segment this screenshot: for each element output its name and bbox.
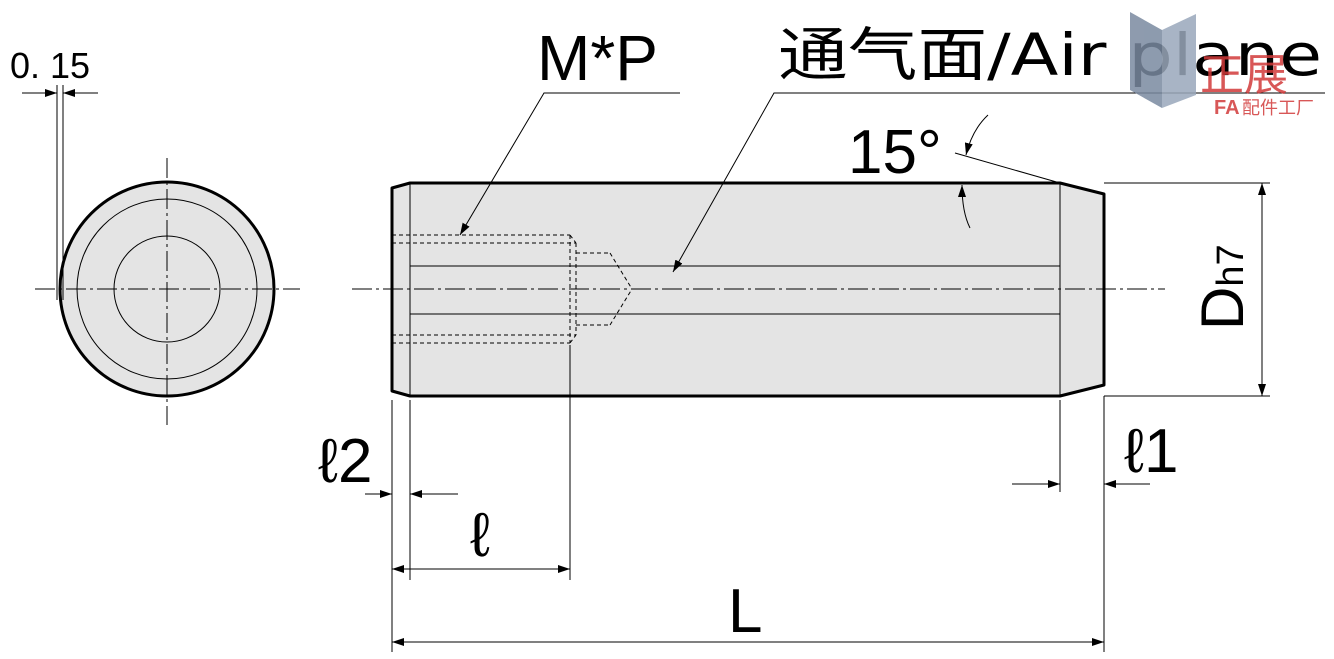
brand-logo: 正展 FA 配件工厂 <box>1130 12 1314 119</box>
logo-fa: FA <box>1214 97 1240 119</box>
l2-label: ℓ2 <box>318 427 373 496</box>
logo-name: 正展 <box>1200 50 1288 101</box>
diameter-tolerance-label: h7 <box>1210 244 1252 286</box>
front-view <box>352 181 1165 398</box>
angle-label: 15° <box>848 118 942 187</box>
angle-reference-line <box>954 152 1061 184</box>
angle-arc-upper <box>964 114 989 156</box>
thread-leader <box>459 92 680 236</box>
logo-mark <box>1130 12 1162 108</box>
l1-label: ℓ1 <box>1124 417 1179 486</box>
diameter-label: D <box>1189 287 1256 330</box>
angle-arc-lower <box>958 184 971 229</box>
air-plane-label: 通气面/Air plane <box>778 21 1322 89</box>
logo-subtitle: 配件工厂 <box>1242 98 1314 119</box>
diameter-dimension: Dh7 <box>1104 182 1270 397</box>
end-view: 0. 15 <box>10 45 300 425</box>
tolerance-label: 0. 15 <box>10 45 90 86</box>
length-dimensions: ℓ2 ℓ ℓ1 L <box>318 345 1179 652</box>
angle-dimension: 15° <box>848 114 1061 229</box>
L-label: L <box>728 577 762 646</box>
svg-text:Dh7: Dh7 <box>1189 244 1256 330</box>
thread-label: M*P <box>537 22 658 94</box>
l-label: ℓ <box>470 501 490 570</box>
